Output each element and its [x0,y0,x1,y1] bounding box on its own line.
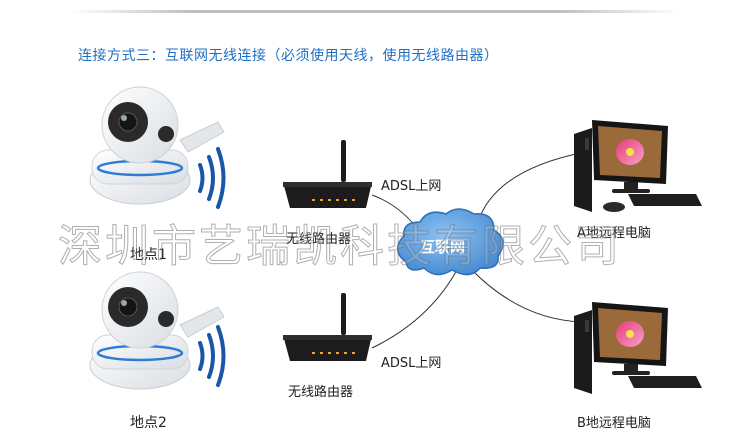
router-label-1: 无线路由器 [286,232,352,247]
page-heading: 连接方式三：互联网无线连接（必须使用天线，使用无线路由器） [78,48,499,64]
pc-label-a: A地远程电脑 [577,226,651,241]
wireless-router-icon [283,293,372,361]
adsl-label-2: ADSL上网 [381,356,442,371]
line-cloud-pc-a [477,151,586,223]
ip-camera-icon [89,86,225,205]
site-label-1: 地点1 [130,247,167,263]
desktop-computer-icon [574,302,702,394]
line-router2-cloud [371,267,459,349]
diagram-canvas [89,86,702,394]
ip-camera-icon [89,271,225,390]
wifi-signal-icon [198,325,226,387]
top-divider [70,10,680,13]
desktop-computer-icon [574,120,702,212]
router-label-2: 无线路由器 [288,385,354,400]
line-cloud-pc-b [469,267,584,323]
site-label-2: 地点2 [130,415,167,431]
internet-cloud-icon [396,208,504,276]
wireless-router-icon [283,140,372,208]
network-diagram: 连接方式三：互联网无线连接（必须使用天线，使用无线路由器） [58,10,702,431]
connection-lines [371,151,586,349]
adsl-label-1: ADSL上网 [381,179,442,194]
wifi-signal-icon [198,147,226,209]
cloud-label: 互联网 [420,238,466,256]
